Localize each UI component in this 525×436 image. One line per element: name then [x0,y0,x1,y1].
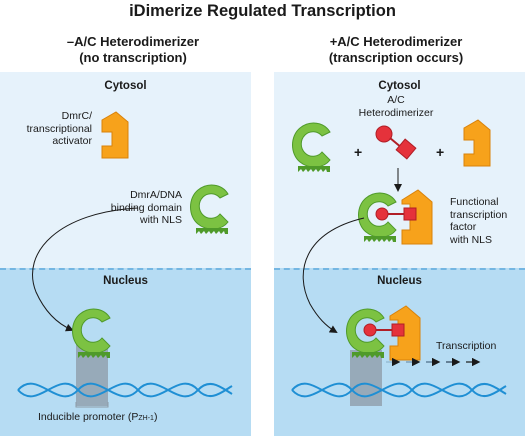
complex-bound-shape [346,305,421,361]
plus-sign-left: + [354,144,363,160]
nucleus-label-right: Nucleus [377,275,422,287]
dmra-label: DmrA/DNA binding domain with NLS [110,189,182,226]
dmra-shape-right [292,122,331,172]
ac-heterodimerizer-label: A/C Heterodimerizer [358,94,434,119]
diagram-title: iDimerize Regulated Transcription [129,2,396,20]
dna-helix-right [291,382,507,398]
promoter-subscript: ZH-1 [138,415,154,422]
nucleus-region [0,268,251,436]
cytosol-label: Cytosol [104,80,147,92]
promoter-label: Inducible promoter (PZH-1) [38,411,248,426]
promoter-box-right [350,350,382,406]
right-heading-text: +A/C Heterodimerizer [329,34,463,49]
right-artwork [291,119,507,406]
dmra-binding-domain-shape [190,184,229,234]
translocation-arrow [32,207,139,332]
right-panel: Cytosol Nucleus A/C Heterodimerizer + + … [274,72,525,436]
transcription-label: Transcription [436,340,497,352]
left-panel: Cytosol Nucleus DmrC/ transcriptional ac… [0,72,251,436]
left-artwork [17,111,233,408]
left-subheading-text: (no transcription) [79,50,187,65]
dmra-bound-shape [72,308,111,358]
plus-sign-right: + [436,144,445,160]
functional-factor-label: Functional transcription factor with NLS [450,196,508,246]
right-heading: +A/C Heterodimerizer (transcription occu… [276,34,516,66]
left-heading-text: –A/C Heterodimerizer [66,34,200,49]
dmrc-shape-right [463,119,491,167]
dmrc-activator-shape [101,111,129,159]
promoter-bracket [75,402,109,408]
dna-helix [17,382,233,398]
nuclear-membrane-right [274,268,525,270]
nucleus-label: Nucleus [103,275,148,287]
ac-heterodimerizer-shape [375,125,417,160]
promoter-label-close: ) [153,411,158,423]
translocation-arrow-right [302,217,365,334]
functional-complex-shape [358,189,433,245]
promoter-label-text: Inducible promoter (P [38,411,139,423]
cytosol-label-right: Cytosol [378,80,421,92]
dmrc-label: DmrC/ transcriptional activator [26,110,92,147]
left-heading: –A/C Heterodimerizer (no transcription) [18,34,248,66]
nuclear-membrane [0,268,251,270]
right-subheading-text: (transcription occurs) [328,50,464,65]
